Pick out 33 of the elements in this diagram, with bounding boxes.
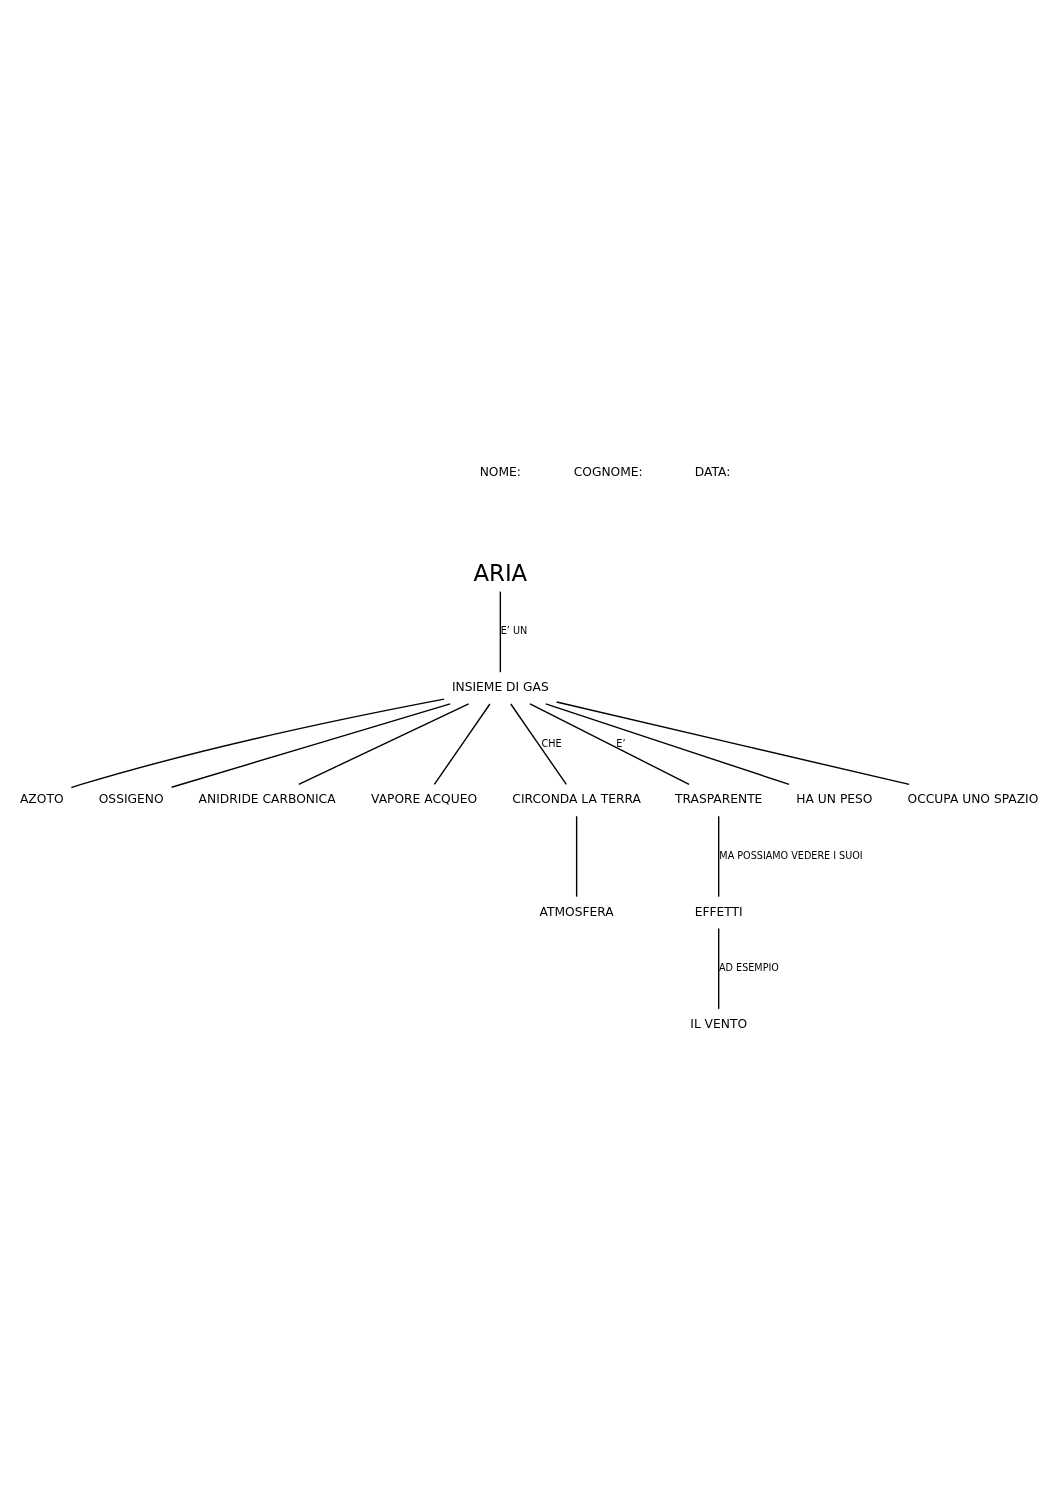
node-text: IL VENTO bbox=[690, 1016, 748, 1031]
node-text: CIRCONDA LA TERRA bbox=[512, 792, 641, 807]
connector bbox=[70, 698, 445, 789]
node-text: HA UN PESO bbox=[796, 792, 873, 807]
connector bbox=[717, 927, 720, 1010]
node-text: VAPORE ACQUEO bbox=[371, 792, 478, 807]
node-text: ARIA bbox=[473, 559, 528, 586]
connector bbox=[433, 703, 491, 786]
label: COGNOME: bbox=[573, 464, 643, 479]
edge-label: E’ bbox=[616, 737, 626, 749]
node-text: ATMOSFERA bbox=[539, 904, 614, 919]
connector bbox=[529, 703, 690, 786]
node-text: ANIDRIDE CARBONICA bbox=[198, 792, 336, 807]
label: DATA: bbox=[694, 464, 731, 479]
label: NOME: bbox=[479, 464, 521, 479]
node-text: TRASPARENTE bbox=[674, 792, 763, 807]
connector bbox=[499, 590, 502, 673]
node-text: OCCUPA UNO SPAZIO bbox=[907, 792, 1039, 807]
node-text: INSIEME DI GAS bbox=[451, 680, 549, 695]
connector bbox=[555, 701, 910, 786]
edge-label: MA POSSIAMO VEDERE I SUOI bbox=[719, 849, 863, 861]
connector bbox=[510, 703, 567, 786]
edge-label: AD ESEMPIO bbox=[719, 962, 779, 974]
connector bbox=[545, 703, 790, 786]
node-text: EFFETTI bbox=[694, 904, 743, 919]
edge-label: CHE bbox=[541, 737, 562, 749]
edge-label: E’ UN bbox=[500, 625, 528, 637]
connector bbox=[170, 703, 451, 788]
node-text: OSSIGENO bbox=[98, 792, 164, 807]
connector bbox=[298, 703, 470, 786]
connector bbox=[717, 815, 720, 898]
node-text: AZOTO bbox=[19, 792, 64, 807]
connector bbox=[575, 815, 578, 898]
